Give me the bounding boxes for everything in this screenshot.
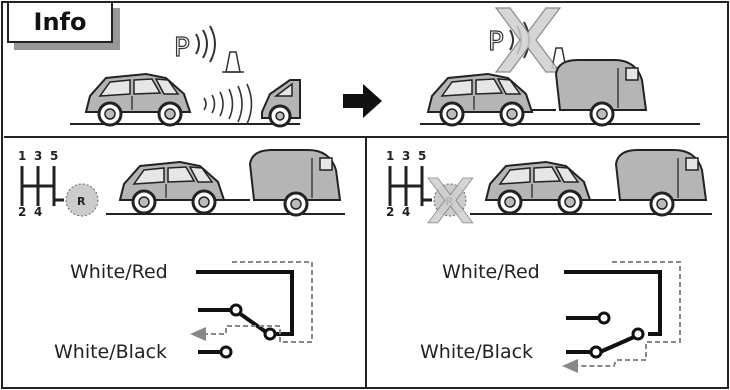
svg-text:2: 2	[386, 205, 394, 219]
parking-sensor-icon-disabled: P	[487, 7, 567, 73]
current-flow-arrow	[190, 327, 206, 341]
svg-text:4: 4	[402, 205, 410, 219]
cross-icon	[495, 7, 561, 73]
reverse-indicator	[65, 183, 99, 217]
wire-white-black-label: White/Black	[54, 341, 167, 363]
caravan-right-top	[554, 58, 648, 127]
info-label: Info	[34, 8, 87, 36]
wire-black-contact-right	[589, 345, 603, 359]
svg-text:5: 5	[418, 149, 426, 163]
switch-pivot	[263, 327, 277, 341]
wiring-right: White/Red White/Black	[420, 261, 681, 373]
switch-blade	[237, 311, 268, 334]
switch-contact	[229, 303, 243, 317]
arrow-right-icon	[343, 84, 382, 118]
switch-contact-right	[597, 311, 611, 325]
car-right-top	[426, 72, 534, 127]
caravan-bottom-left	[248, 148, 342, 217]
svg-text:4: 4	[34, 205, 42, 219]
car-bottom-left	[118, 160, 226, 215]
car-left-top	[84, 72, 192, 127]
switch-blade-right	[599, 335, 635, 354]
car-partial-top	[261, 79, 301, 128]
wire-white-red-label: White/Red	[70, 261, 168, 283]
svg-text:1: 1	[386, 149, 394, 163]
switch-pivot-right	[631, 327, 645, 341]
current-flow-arrow-right	[562, 359, 578, 373]
gear-shift-left: 1 3 5 2 4 R	[18, 149, 99, 219]
parking-sensor-icon: P	[173, 25, 244, 73]
svg-text:2: 2	[18, 205, 26, 219]
svg-text:3: 3	[402, 149, 410, 163]
wire-white-red-label-right: White/Red	[442, 261, 540, 283]
gear-shift-right: 1 3 5 2 4 R	[386, 149, 474, 224]
svg-text:1: 1	[18, 149, 26, 163]
reverse-label: R	[77, 195, 86, 208]
wire-white-red	[196, 270, 294, 336]
current-flow-path-right	[578, 261, 681, 367]
current-flow-path	[204, 261, 313, 343]
svg-text:5: 5	[50, 149, 58, 163]
car-bottom-right	[484, 160, 592, 215]
parking-sensor-letter-disabled: P	[488, 27, 504, 57]
info-badge: Info	[7, 1, 120, 50]
wire-black-contact	[219, 345, 233, 359]
svg-text:3: 3	[34, 149, 42, 163]
ultrasonic-waves	[203, 83, 253, 125]
parking-sensor-letter: P	[174, 33, 190, 63]
wire-white-black-label-right: White/Black	[420, 341, 533, 363]
caravan-bottom-right	[614, 148, 708, 217]
wiring-left: White/Red White/Black	[54, 261, 313, 363]
wire-white-red-right	[564, 270, 662, 336]
